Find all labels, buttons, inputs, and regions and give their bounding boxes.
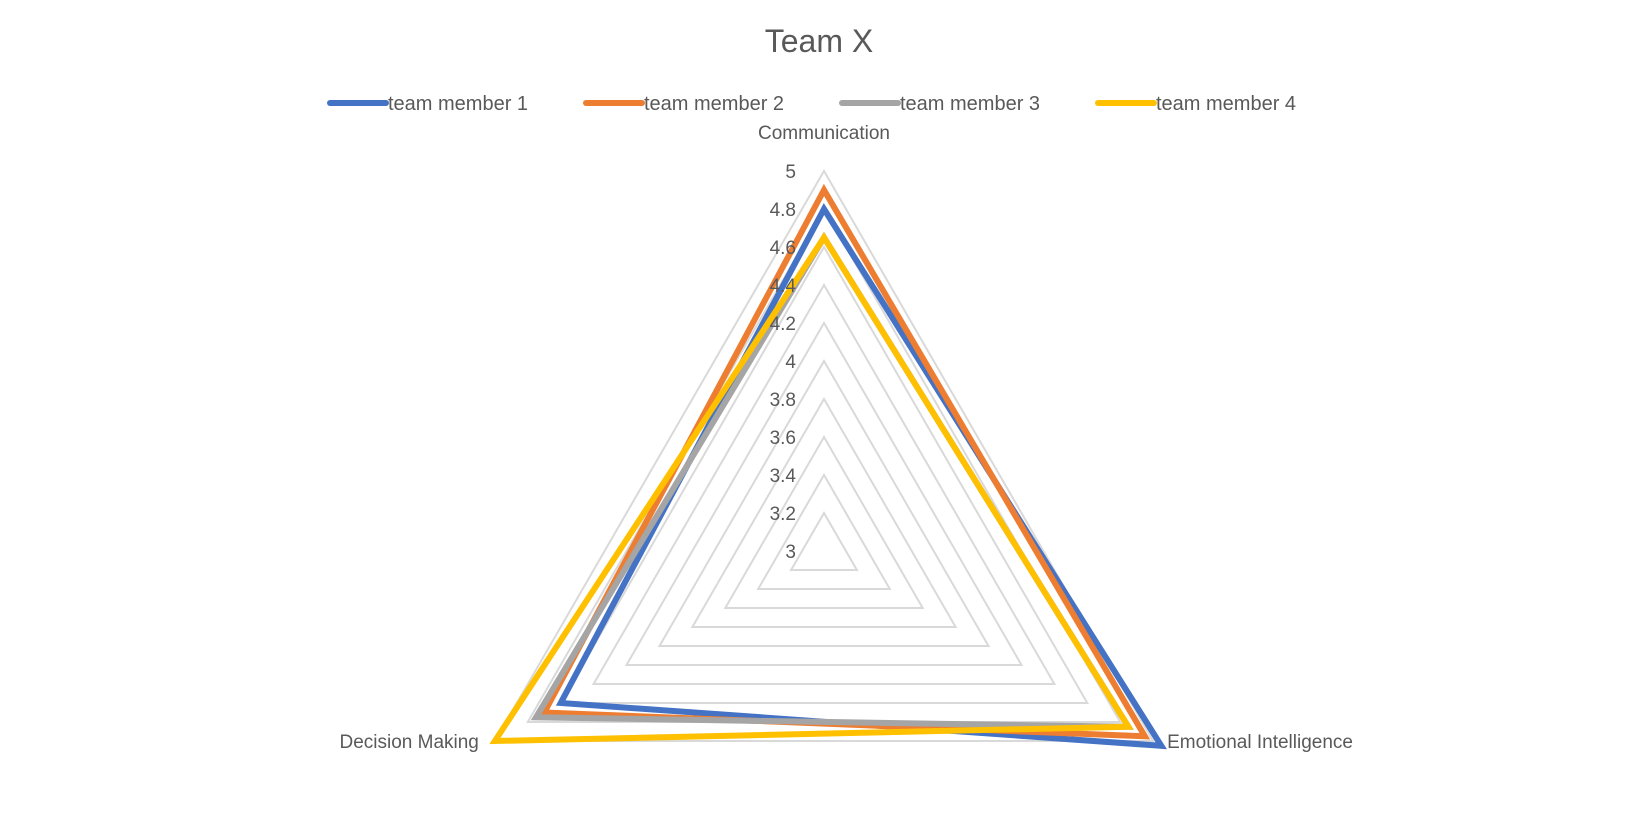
- legend: team member 1 team member 2 team member 3 t…: [327, 93, 1296, 115]
- grid-ring: [558, 245, 1090, 704]
- tick-label: 4: [785, 352, 796, 373]
- series-line-3: [530, 231, 1134, 730]
- tick-label: 3.8: [770, 390, 796, 411]
- chart-title: Team X: [765, 23, 873, 59]
- grid-ring: [591, 283, 1057, 685]
- tick-label: 4.4: [770, 276, 797, 297]
- grid-ring: [789, 510, 859, 571]
- tick-label: 3: [785, 542, 796, 563]
- tick-label: 3.6: [770, 428, 796, 449]
- tick-labels: 3 3.2 3.4 3.6 3.8 4 4.2 4.4 4.6 4.8 5: [770, 162, 797, 563]
- legend-label: team member 2: [644, 93, 784, 115]
- tick-label: 4.6: [770, 238, 796, 259]
- series-layer: [489, 183, 1167, 750]
- legend-label: team member 4: [1156, 93, 1296, 115]
- grid-layer: [493, 169, 1155, 742]
- tick-label: 3.4: [770, 466, 797, 487]
- tick-label: 5: [785, 162, 796, 183]
- axis-label: Communication: [758, 123, 890, 144]
- grid-ring: [657, 358, 991, 647]
- tick-label: 4.2: [770, 314, 796, 335]
- grid-ring: [624, 321, 1024, 666]
- grid-ring: [493, 169, 1155, 742]
- grid-ring: [756, 472, 892, 590]
- grid-ring: [690, 396, 958, 628]
- axis-label: Decision Making: [339, 732, 478, 753]
- grid-ring: [723, 434, 925, 609]
- tick-label: 3.2: [770, 504, 796, 525]
- axis-label: Emotional Intelligence: [1167, 732, 1353, 753]
- series-line-4: [489, 231, 1134, 745]
- legend-label: team member 3: [900, 93, 1040, 115]
- tick-label: 4.8: [770, 200, 796, 221]
- legend-label: team member 1: [388, 93, 528, 115]
